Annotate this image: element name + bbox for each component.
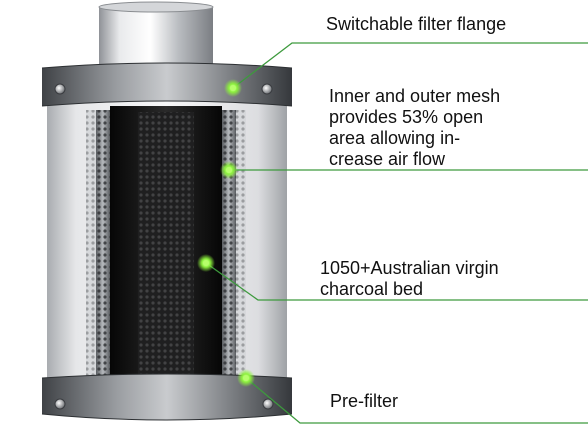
callout-text-line: crease air flow xyxy=(329,149,446,169)
callout-text-line: Switchable filter flange xyxy=(326,14,507,34)
top-band xyxy=(41,62,293,107)
callout-label-flange: Switchable filter flange xyxy=(326,14,506,35)
bottom-band xyxy=(41,373,293,421)
callout-label-charcoal: 1050+Australian virgin charcoal bed xyxy=(320,258,499,300)
bolt-icon xyxy=(54,398,66,410)
filter-body xyxy=(47,84,287,396)
callout-label-mesh: Inner and outer mesh provides 53% open a… xyxy=(329,86,500,170)
callout-line-prefilter xyxy=(245,377,588,424)
callout-dot-prefilter xyxy=(237,369,255,387)
callout-dots xyxy=(197,79,255,387)
callout-text-line: Inner and outer mesh xyxy=(329,86,501,106)
callout-text-line: 1050+Australian virgin xyxy=(320,258,499,278)
callout-label-prefilter: Pre-filter xyxy=(330,391,398,412)
bolt-icon xyxy=(261,83,273,95)
callout-dot-flange xyxy=(224,79,242,97)
callout-line-flange xyxy=(232,42,588,89)
callout-dot-charcoal xyxy=(197,254,215,272)
callout-lines xyxy=(205,42,588,424)
bolt-icon xyxy=(262,398,274,410)
callout-line-charcoal xyxy=(205,262,588,301)
callout-text-line: charcoal bed xyxy=(320,279,424,299)
callout-text-line: provides 53% open xyxy=(329,107,484,127)
callout-text-line: Pre-filter xyxy=(330,391,399,411)
bolt-icon xyxy=(54,83,66,95)
callout-text-line: area allowing in- xyxy=(329,128,461,148)
callout-dot-mesh xyxy=(220,161,238,179)
